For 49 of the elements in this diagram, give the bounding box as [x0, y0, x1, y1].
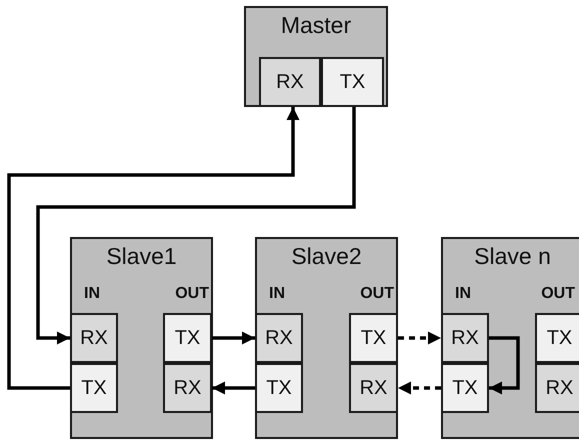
port-label: RX [360, 376, 388, 400]
port-label: TX [360, 326, 386, 350]
receive-port-box [70, 313, 118, 363]
arrow [398, 382, 441, 394]
port-group-label: IN [269, 285, 285, 303]
transmit-port-box [321, 57, 384, 107]
port-group-label: OUT [541, 285, 575, 303]
port-label: TX [266, 376, 292, 400]
device-box [70, 237, 213, 439]
receive-port-box [259, 57, 321, 107]
receive-port-box [441, 313, 489, 363]
arrow [489, 336, 520, 394]
device-title: Master [280, 12, 352, 39]
transmit-port-box [349, 313, 398, 363]
port-label: RX [546, 376, 574, 400]
receive-port-box [163, 363, 212, 413]
port-group-label: OUT [360, 285, 394, 303]
port-label: TX [81, 376, 107, 400]
port-group-label: IN [455, 285, 471, 303]
port-group-label: IN [84, 285, 100, 303]
transmit-port-box [535, 313, 579, 363]
device-box [441, 237, 579, 439]
receive-port-box [255, 313, 303, 363]
port-label: RX [276, 70, 304, 94]
port-label: TX [452, 376, 478, 400]
arrow [212, 332, 255, 344]
arrow [7, 107, 300, 390]
port-label: RX [80, 326, 108, 350]
transmit-port-box [255, 363, 303, 413]
device-box [255, 237, 398, 439]
device-title: Slave n [473, 243, 552, 270]
port-group-label: OUT [175, 285, 209, 303]
device-title: Slave2 [290, 243, 363, 270]
receive-port-box [535, 363, 579, 413]
transmit-port-box [163, 313, 212, 363]
port-label: RX [265, 326, 293, 350]
arrow [212, 382, 255, 394]
device-title: Slave1 [105, 243, 178, 270]
arrow [36, 107, 356, 344]
transmit-port-box [70, 363, 118, 413]
transmit-port-box [441, 363, 489, 413]
arrow [398, 332, 441, 344]
port-label: RX [174, 376, 202, 400]
port-label: TX [174, 326, 200, 350]
receive-port-box [349, 363, 398, 413]
port-label: RX [451, 326, 479, 350]
device-box [244, 6, 388, 107]
port-label: TX [340, 70, 366, 94]
port-label: TX [546, 326, 572, 350]
